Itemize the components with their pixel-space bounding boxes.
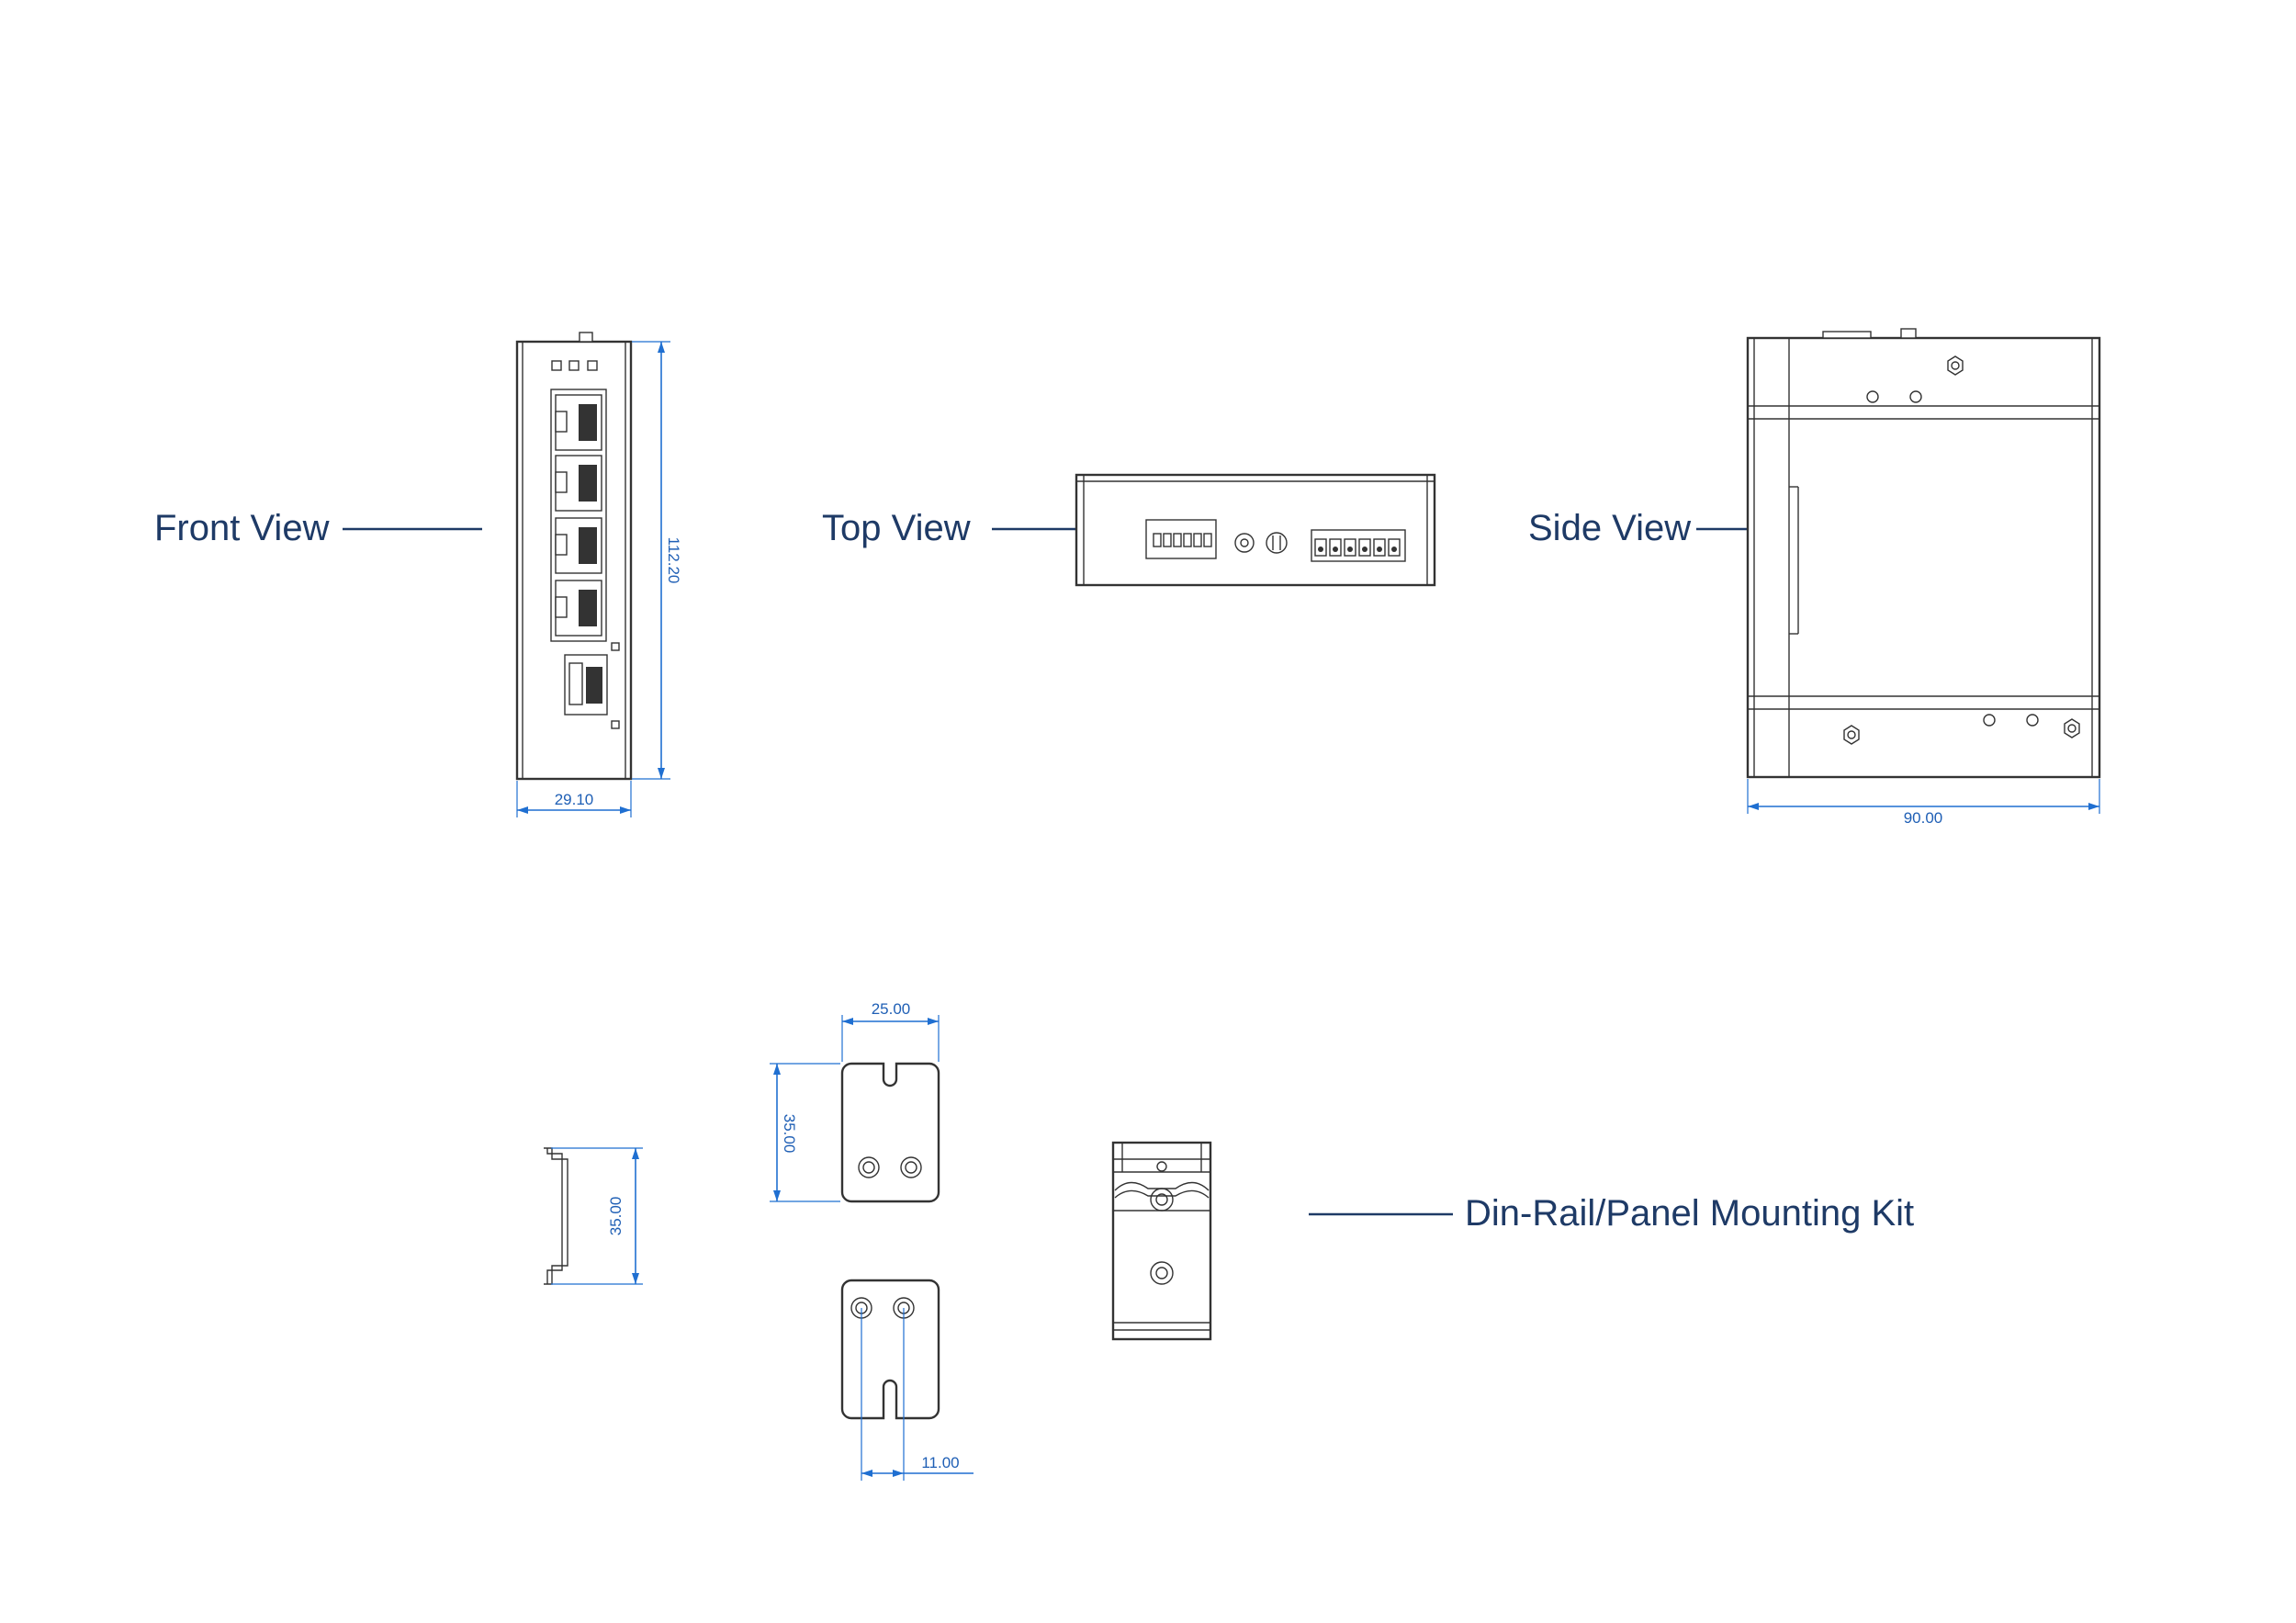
- side-hole-1: [1866, 390, 1879, 403]
- rj45-port-1: [555, 394, 602, 451]
- rj45-port-3: [555, 517, 602, 574]
- mounting-kit-label: Din-Rail/Panel Mounting Kit: [1465, 1193, 1914, 1234]
- side-width-value: 90.00: [1904, 809, 1943, 827]
- mounting-kit-group: 35.00 25.00 35.00: [544, 1000, 1914, 1481]
- front-width-dimension: 29.10: [516, 781, 632, 817]
- side-view-device: [1746, 328, 2101, 779]
- rj45-port-4: [555, 580, 602, 637]
- front-height-dimension: 112.20: [632, 341, 682, 780]
- front-led-2: [568, 360, 580, 371]
- front-view-label: Front View: [154, 508, 330, 548]
- rail-height-value: 35.00: [607, 1197, 625, 1236]
- top-view-label: Top View: [822, 508, 971, 548]
- front-height-value: 112.20: [665, 537, 682, 584]
- front-housing: [515, 340, 633, 781]
- clip-height-value: 35.00: [781, 1114, 798, 1154]
- hole-offset-value: 11.00: [921, 1454, 959, 1471]
- side-width-dimension: 90.00: [1747, 779, 2100, 827]
- side-housing: [1746, 336, 2101, 779]
- side-hole-3: [1983, 714, 1996, 727]
- front-view-group: Front View: [154, 332, 682, 817]
- side-screw-top: [1947, 355, 1964, 376]
- side-hole-4: [2026, 714, 2039, 727]
- power-terminal-block: [1311, 529, 1406, 562]
- reset-button: [1266, 532, 1288, 554]
- rj45-port-2: [555, 455, 602, 512]
- dip-switch: [1145, 519, 1217, 559]
- din-rail-bracket: [1111, 1141, 1212, 1341]
- side-view-label: Side View: [1528, 508, 1691, 548]
- side-screw-bottom-left: [1843, 725, 1860, 745]
- panel-clip-upper: 25.00 35.00: [770, 1000, 940, 1203]
- front-led-3: [587, 360, 598, 371]
- top-view-group: Top View: [822, 473, 1436, 587]
- side-hole-2: [1909, 390, 1922, 403]
- front-view-device: [515, 332, 633, 781]
- ground-screw: [1234, 533, 1255, 553]
- clip-width-value: 25.00: [872, 1000, 911, 1018]
- side-screw-bottom-right: [2064, 718, 2080, 738]
- top-view-device: [1075, 473, 1436, 587]
- side-view-group: Side View: [1528, 328, 2101, 827]
- sfp-port: [564, 654, 608, 716]
- rj45-port-stack: [550, 389, 607, 642]
- front-led-1: [551, 360, 562, 371]
- front-top-knob: [579, 332, 593, 343]
- front-width-value: 29.10: [555, 791, 594, 808]
- panel-clip-lower: 11.00: [840, 1279, 974, 1481]
- din-rail-profile: 35.00: [544, 1147, 643, 1285]
